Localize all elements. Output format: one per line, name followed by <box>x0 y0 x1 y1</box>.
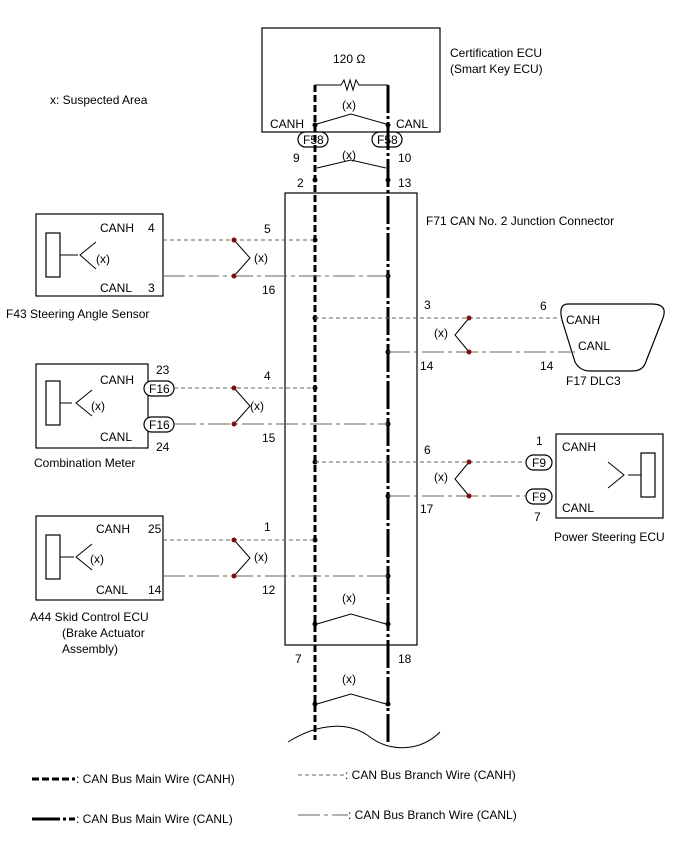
dlc3-pin-h: 6 <box>540 299 547 313</box>
dlc3-canh-label: CANH <box>566 313 600 327</box>
suspected-marker-icon <box>316 613 387 625</box>
legend-main-canl: : CAN Bus Main Wire (CANL) <box>76 812 233 826</box>
junction-pin-dlc-l: 14 <box>420 359 434 373</box>
steering-canh-label: CANH <box>100 221 134 235</box>
suspected-marker-icon <box>316 159 387 169</box>
junction-suspected-marker: (x) <box>342 591 356 605</box>
ecu-module-icon <box>60 389 93 417</box>
dlc-branch-suspected-marker: (x) <box>434 326 448 340</box>
meter-pin-h: 23 <box>156 363 170 377</box>
cert-ecu-pin-h: 9 <box>293 151 300 165</box>
steering-canl-label: CANL <box>100 281 132 295</box>
suspected-marker-icon <box>454 461 470 497</box>
junction-pin-bottom-l: 18 <box>398 652 412 666</box>
skid-name-line1: A44 Skid Control ECU <box>30 610 149 624</box>
junction-pin-top-h: 2 <box>297 176 304 190</box>
cert-ecu-name-line2: (Smart Key ECU) <box>450 62 543 76</box>
skid-pin-h: 25 <box>148 522 162 536</box>
ecu-module-icon <box>60 543 93 571</box>
combination-meter: CANH CANL (x) F16 F16 23 24 Combination … <box>34 363 175 470</box>
steering-pin-l: 3 <box>148 281 155 295</box>
junction-pin-bottom-h: 7 <box>295 652 302 666</box>
suspected-marker-icon <box>454 317 470 353</box>
dlc3-name: F17 DLC3 <box>566 374 621 388</box>
junction-pin-meter-l: 15 <box>262 431 276 445</box>
ps-connector-l: F9 <box>532 490 546 504</box>
suspected-marker-icon <box>316 113 387 125</box>
junction-pin-skid-l: 12 <box>262 583 276 597</box>
ps-pin-h: 1 <box>536 434 543 448</box>
junction-pin-steer-l: 16 <box>262 283 276 297</box>
suspected-marker-icon <box>233 539 251 577</box>
ecu-module-icon <box>607 461 641 489</box>
terminating-resistor-value: 120 Ω <box>333 52 365 66</box>
lower-main-suspected-marker: (x) <box>342 672 356 686</box>
cert-ecu-name-line1: Certification ECU <box>450 46 542 60</box>
dlc3-canl-label: CANL <box>578 339 610 353</box>
steering-sensor-name: F43 Steering Angle Sensor <box>6 307 149 321</box>
upper-main-suspected-marker: (x) <box>342 148 356 162</box>
junction-connector-name: F71 CAN No. 2 Junction Connector <box>426 214 614 228</box>
main-wire-junction-dots <box>312 122 391 707</box>
cert-ecu-pin-l: 10 <box>398 151 412 165</box>
suspected-area-note: x: Suspected Area <box>50 93 148 107</box>
meter-branch-suspected-marker: (x) <box>250 399 264 413</box>
skid-name-line3: Assembly) <box>62 642 118 656</box>
dlc3-pin-l: 14 <box>540 359 554 373</box>
steering-suspected-marker: (x) <box>96 252 110 266</box>
junction-pin-dlc-h: 3 <box>424 298 431 312</box>
meter-name: Combination Meter <box>34 456 135 470</box>
junction-pin-skid-h: 1 <box>264 520 271 534</box>
ecu-module-icon <box>60 241 97 270</box>
skid-control-ecu: CANH CANL (x) 25 14 A44 Skid Control ECU… <box>30 515 164 656</box>
steering-branch-suspected-marker: (x) <box>254 251 268 265</box>
junction-connector: F71 CAN No. 2 Junction Connector 2 13 7 … <box>284 176 614 666</box>
meter-connector-h: F16 <box>149 382 170 396</box>
junction-pin-ps-h: 6 <box>424 443 431 457</box>
skid-name-line2: (Brake Actuator <box>62 626 145 640</box>
ps-connector-h: F9 <box>532 456 546 470</box>
dlc3-connector: CANH CANL 6 14 F17 DLC3 <box>540 299 665 388</box>
ps-branch-suspected-marker: (x) <box>434 470 448 484</box>
cert-ecu-canh-label: CANH <box>270 117 304 131</box>
wire-continuation-break <box>287 725 441 749</box>
meter-canh-label: CANH <box>100 373 134 387</box>
ps-name: Power Steering ECU <box>554 530 665 544</box>
junction-pin-ps-l: 17 <box>420 502 434 516</box>
meter-connector-l: F16 <box>149 418 170 432</box>
meter-canl-label: CANL <box>100 430 132 444</box>
legend-branch-canl: : CAN Bus Branch Wire (CANL) <box>348 808 517 822</box>
certification-ecu: Certification ECU (Smart Key ECU) 120 Ω … <box>261 27 543 165</box>
ps-canl-label: CANL <box>562 501 594 515</box>
skid-canl-label: CANL <box>96 583 128 597</box>
junction-pin-steer-h: 5 <box>264 222 271 236</box>
cert-ecu-suspected-marker: (x) <box>342 98 356 112</box>
suspected-marker-icon <box>233 239 251 277</box>
skid-canh-label: CANH <box>96 522 130 536</box>
suspected-marker-icon <box>233 387 251 425</box>
ps-pin-l: 7 <box>534 510 541 524</box>
cert-ecu-canl-label: CANL <box>396 117 428 131</box>
legend-main-canh: : CAN Bus Main Wire (CANH) <box>76 772 235 786</box>
meter-suspected-marker: (x) <box>91 399 105 413</box>
junction-pin-meter-h: 4 <box>264 369 271 383</box>
skid-suspected-marker: (x) <box>90 552 104 566</box>
steering-pin-h: 4 <box>148 221 155 235</box>
junction-pin-top-l: 13 <box>398 176 412 190</box>
ps-canh-label: CANH <box>562 440 596 454</box>
steering-angle-sensor: CANH CANL (x) 4 3 F43 Steering Angle Sen… <box>6 213 164 321</box>
meter-pin-l: 24 <box>156 440 170 454</box>
skid-pin-l: 14 <box>148 583 162 597</box>
power-steering-ecu: CANH CANL F9 F9 1 7 Power Steering ECU <box>525 433 665 544</box>
skid-branch-suspected-marker: (x) <box>254 550 268 564</box>
legend-branch-canh: : CAN Bus Branch Wire (CANH) <box>345 768 516 782</box>
wire-legend: : CAN Bus Main Wire (CANH) : CAN Bus Mai… <box>32 768 517 826</box>
resistor-icon <box>315 78 388 92</box>
suspected-marker-icon <box>316 693 387 705</box>
